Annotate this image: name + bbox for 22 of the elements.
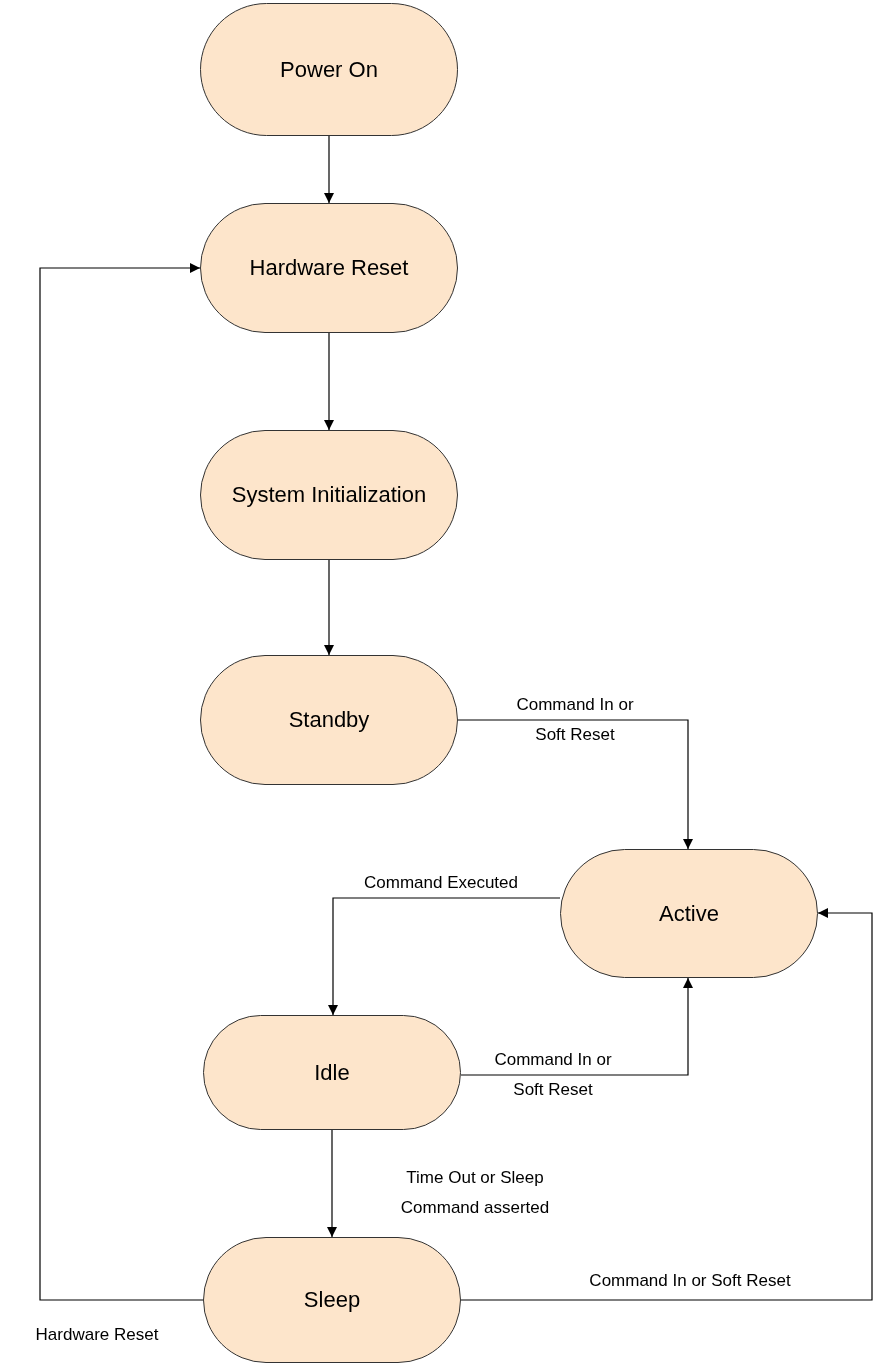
arrow — [460, 908, 873, 1301]
edge-label: Hardware Reset — [34, 1324, 160, 1346]
arrow — [324, 559, 334, 656]
state-label: Hardware Reset — [249, 254, 409, 282]
edge-label: Command In or Soft Reset — [493, 1049, 613, 1101]
state-label: System Initialization — [231, 481, 427, 509]
state-label: Sleep — [303, 1286, 361, 1314]
edge-label: Command In or Soft Reset — [515, 694, 635, 746]
arrow — [460, 977, 693, 1076]
state-label: Idle — [314, 1058, 350, 1087]
edge-label: Command In or Soft Reset — [588, 1270, 792, 1292]
arrow — [327, 1129, 337, 1238]
edge-label: Time Out or Sleep Command asserted — [399, 1167, 551, 1219]
edge-label: Command Executed — [363, 872, 519, 894]
arrow — [457, 719, 693, 850]
state-label: Power On — [280, 55, 378, 84]
state-label: Standby — [288, 706, 370, 734]
arrow — [324, 332, 334, 431]
arrow — [39, 263, 204, 1301]
arrow — [324, 135, 334, 204]
arrow — [328, 897, 561, 1016]
state-label: Active — [659, 899, 719, 928]
